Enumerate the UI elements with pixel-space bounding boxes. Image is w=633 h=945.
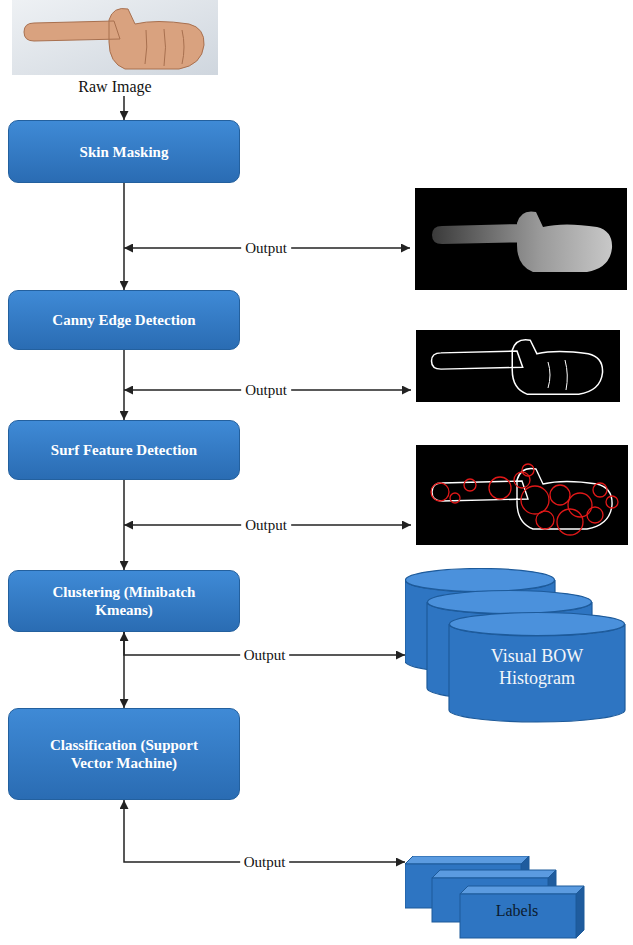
image-background [416,330,620,402]
finger-lines [145,29,184,66]
flow-arrow [123,480,125,570]
input-image: Raw Image [12,0,218,96]
box-stack [405,856,587,942]
box-front [460,894,576,938]
node-text: Clustering (Minibatch Kmeans) [49,583,199,619]
box-side [576,886,584,938]
edge-details [548,360,567,390]
box-top [432,870,556,878]
photo-background [12,0,218,75]
surf-keypoints [431,464,618,535]
process-box: Skin Masking [8,120,240,183]
process-box: Surf Feature Detection [8,420,240,480]
node-text: Skin Masking [80,143,169,161]
edge-label: Output [240,647,290,664]
output-label: Output [241,382,291,399]
node-text: Labels [496,902,539,920]
skin-mask-output-image [415,188,627,290]
box-top [460,886,584,894]
node-text: Classification (Support Vector Machine) [49,736,199,772]
cylinder-top [406,569,555,592]
process-box: Classification (Support Vector Machine) [8,708,240,800]
cylinder-top [428,591,592,614]
node-text: Canny Edge Detection [52,311,195,329]
output-label: Output [241,517,291,534]
image-background [415,188,627,290]
surf-feature-output-image [416,445,628,545]
flow-arrow [123,350,125,420]
process-box: Clustering (Minibatch Kmeans) [8,570,240,632]
hand-figure [24,8,204,69]
output-label: Output [241,240,291,257]
flow-arrow [123,183,125,290]
flow-arrow [123,96,125,120]
data-store: Visual BOW Histogram [405,568,627,723]
node-text: Surf Feature Detection [51,441,197,459]
edge-outline [432,340,603,394]
image-caption: Raw Image [78,78,151,96]
cylinder-body [449,624,625,722]
canny-edge-output-image [416,330,620,402]
masked-hand [432,211,612,272]
process-box: Canny Edge Detection [8,290,240,350]
cylinder-stack [405,568,627,723]
edge-outline [432,468,612,529]
edge-label: Output [240,854,290,871]
image-background [416,445,628,545]
raw-hand-photo [12,0,218,75]
node-text: Visual BOW Histogram [453,646,621,689]
box-top [405,856,529,864]
cylinder-top [450,613,625,636]
label-stack: Labels [405,856,587,942]
